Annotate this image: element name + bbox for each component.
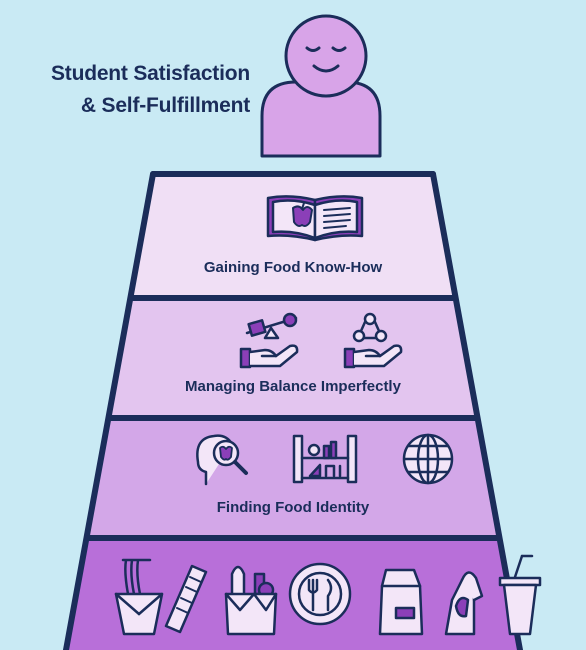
noodle-box-icon <box>114 558 164 636</box>
grocery-bag-icon <box>224 565 278 636</box>
open-book-apple-icon <box>266 195 364 242</box>
tier-2-label: Managing Balance Imperfectly <box>185 378 401 395</box>
apex-title-line-2: & Self-Fulfillment <box>80 94 250 117</box>
paper-bag-icon <box>378 568 424 636</box>
apex-title-line-1: Student Satisfaction <box>50 62 250 85</box>
takeout-bag-icon <box>444 571 484 636</box>
tier-1-label: Gaining Food Know-How <box>203 259 383 276</box>
tier-3-label: Finding Food Identity <box>216 499 370 516</box>
tier-2-background <box>109 298 477 418</box>
head-magnifier-apple-icon <box>196 434 248 486</box>
pantry-shelf-icon <box>292 434 358 484</box>
pyramid-outline <box>63 171 523 650</box>
drink-cup-icon <box>498 554 542 636</box>
content-face-person-icon <box>260 14 382 158</box>
balance-hand-icon <box>239 312 299 369</box>
snack-bar-icon <box>164 564 208 634</box>
plate-fork-knife-icon <box>288 562 352 626</box>
globe-icon <box>402 433 454 485</box>
cycle-hand-icon <box>343 312 403 369</box>
